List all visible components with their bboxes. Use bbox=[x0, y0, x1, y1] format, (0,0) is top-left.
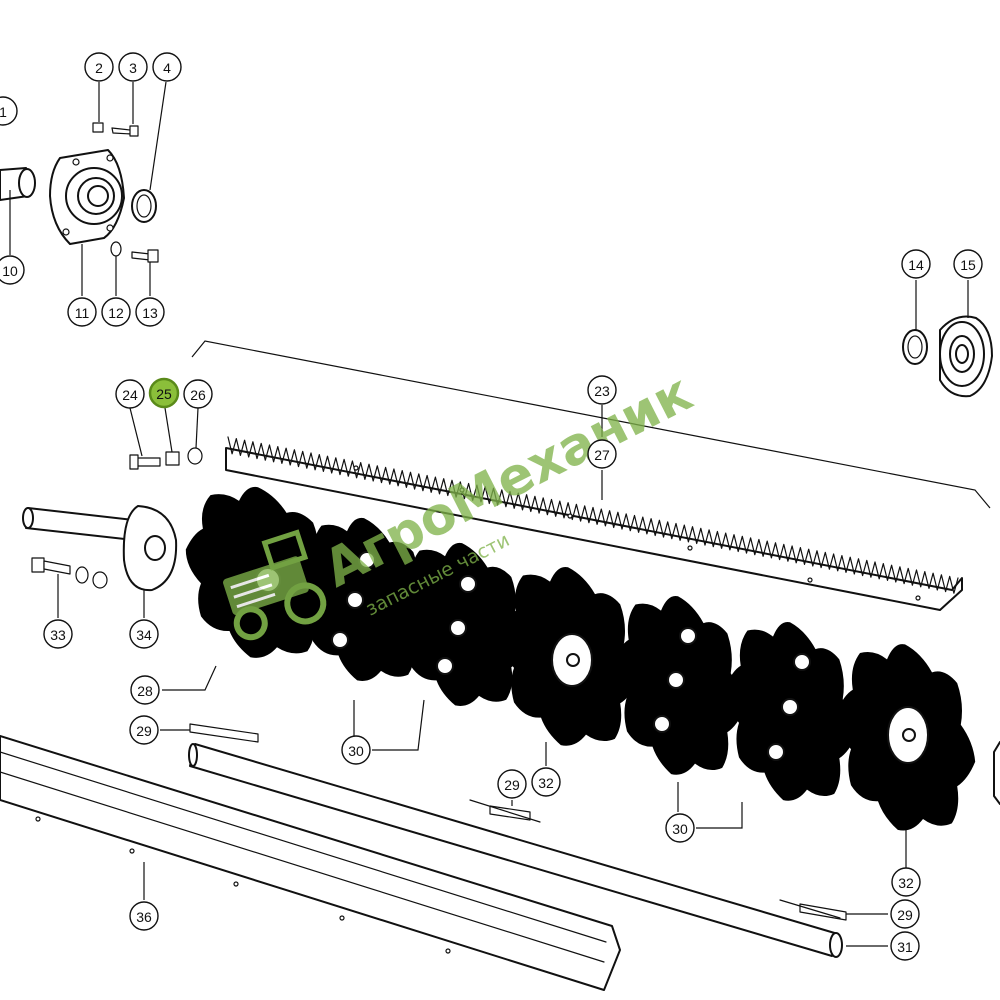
callout-circle bbox=[84, 52, 114, 82]
channel-bar bbox=[0, 735, 621, 991]
callout-label: 30 bbox=[348, 743, 364, 759]
callout-label: 14 bbox=[908, 257, 924, 273]
callout-circle bbox=[665, 813, 695, 843]
right-bearing-assembly bbox=[902, 315, 993, 398]
callout-circle bbox=[531, 767, 561, 797]
callout-circle bbox=[115, 379, 145, 409]
callout-10: 10 bbox=[0, 255, 25, 285]
callout-circle bbox=[891, 867, 921, 897]
callout-circle bbox=[118, 52, 148, 82]
callout-circle bbox=[101, 297, 131, 327]
callout-circle bbox=[953, 249, 983, 279]
callout-circle bbox=[587, 439, 617, 469]
callout-27: 27 bbox=[587, 439, 617, 469]
callout-label: 24 bbox=[122, 387, 138, 403]
callout-label: 30 bbox=[672, 821, 688, 837]
callout-circle bbox=[135, 297, 165, 327]
bolt-nut-washer-set bbox=[129, 447, 203, 470]
callout-29: 29 bbox=[129, 715, 159, 745]
callout-label: 36 bbox=[136, 909, 152, 925]
callout-label: 32 bbox=[538, 775, 554, 791]
callout-label: 32 bbox=[898, 875, 914, 891]
callout-circle bbox=[587, 375, 617, 405]
callout-circle bbox=[43, 619, 73, 649]
flanged-shaft bbox=[22, 505, 178, 592]
callout-26: 26 bbox=[183, 379, 213, 409]
callout-label: 31 bbox=[897, 939, 913, 955]
callout-circle bbox=[129, 901, 159, 931]
callout-label: 33 bbox=[50, 627, 66, 643]
callout-circle bbox=[152, 52, 182, 82]
bearing-housing-assembly bbox=[0, 122, 159, 263]
callout-label: 10 bbox=[2, 263, 18, 279]
callout-label: 12 bbox=[108, 305, 124, 321]
callout-12: 12 bbox=[101, 297, 131, 327]
callout-11: 11 bbox=[67, 297, 97, 327]
callout-circle bbox=[0, 255, 25, 285]
callout-23: 23 bbox=[587, 375, 617, 405]
callout-label: 11 bbox=[75, 305, 90, 321]
callout-32: 32 bbox=[891, 867, 921, 897]
toothed-rack bbox=[225, 436, 963, 611]
callout-label: 25 bbox=[156, 386, 172, 402]
callout-29: 29 bbox=[497, 769, 527, 799]
group-bracket-23 bbox=[191, 340, 991, 509]
callout-24: 24 bbox=[115, 379, 145, 409]
callout-circle bbox=[67, 297, 97, 327]
callout-circle bbox=[901, 249, 931, 279]
callout-34: 34 bbox=[129, 619, 159, 649]
callout-30: 30 bbox=[665, 813, 695, 843]
callout-label: 23 bbox=[594, 383, 610, 399]
callout-14: 14 bbox=[901, 249, 931, 279]
callout-13: 13 bbox=[135, 297, 165, 327]
callout-circle bbox=[0, 96, 18, 126]
callout-label: 15 bbox=[960, 257, 976, 273]
callout-label: 3 bbox=[129, 60, 137, 76]
callout-36: 36 bbox=[129, 901, 159, 931]
callout-label: 29 bbox=[136, 723, 152, 739]
tractor-logo bbox=[223, 529, 327, 641]
callout-25-highlighted: 25 bbox=[148, 377, 180, 409]
callout-label: 34 bbox=[136, 627, 152, 643]
callout-31: 31 bbox=[890, 931, 920, 961]
callout-28: 28 bbox=[130, 675, 160, 705]
callout-label: 4 bbox=[163, 60, 171, 76]
callout-29: 29 bbox=[890, 899, 920, 929]
callout-label: 27 bbox=[594, 447, 610, 463]
callout-label: 29 bbox=[897, 907, 913, 923]
callout-circle bbox=[890, 899, 920, 929]
callout-2: 2 bbox=[84, 52, 114, 82]
callout-1: 1 bbox=[0, 96, 18, 126]
callout-circle bbox=[183, 379, 213, 409]
callout-circle bbox=[890, 931, 920, 961]
callout-label: 2 bbox=[95, 60, 103, 76]
callout-circle bbox=[129, 715, 159, 745]
callout-3: 3 bbox=[118, 52, 148, 82]
long-shaft bbox=[188, 743, 843, 958]
callout-label: 1 bbox=[0, 104, 7, 120]
callout-15: 15 bbox=[953, 249, 983, 279]
callout-label: 13 bbox=[142, 305, 158, 321]
callout-4: 4 bbox=[152, 52, 182, 82]
callout-32: 32 bbox=[531, 767, 561, 797]
callout-label: 26 bbox=[190, 387, 206, 403]
callout-circle bbox=[130, 675, 160, 705]
callout-circle bbox=[148, 377, 180, 409]
callout-33: 33 bbox=[43, 619, 73, 649]
callout-circle bbox=[129, 619, 159, 649]
bolt-washer-nut-set bbox=[31, 557, 108, 589]
callout-label: 29 bbox=[504, 777, 520, 793]
callout-circle bbox=[341, 735, 371, 765]
callout-30: 30 bbox=[341, 735, 371, 765]
callout-label: 28 bbox=[137, 683, 153, 699]
callout-circle bbox=[497, 769, 527, 799]
